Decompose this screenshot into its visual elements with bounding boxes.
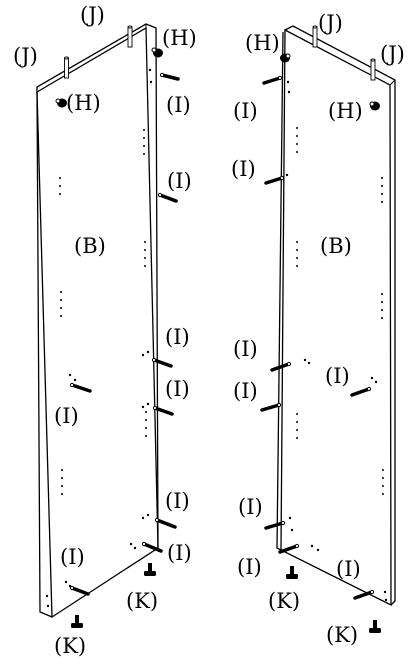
label-cam-bolt: (I) bbox=[54, 404, 79, 428]
label-cam-bolt: (I) bbox=[237, 555, 262, 579]
cam-bolt-heads bbox=[69, 72, 375, 595]
label-leveler: (K) bbox=[54, 634, 86, 658]
cam-bolt-icon bbox=[158, 193, 178, 203]
dowel-icon bbox=[64, 56, 69, 79]
cam-lock-parts bbox=[55, 47, 380, 111]
label-cam-bolt: (I) bbox=[167, 541, 192, 565]
label-leveler: (K) bbox=[126, 589, 158, 613]
cam-bolt-icon bbox=[153, 406, 174, 416]
dowel-icon bbox=[312, 25, 318, 48]
dowel-icon bbox=[127, 25, 133, 48]
dowel-icon bbox=[370, 58, 376, 81]
label-cam-bolt: (I) bbox=[238, 495, 263, 519]
cam-lock-icon bbox=[151, 47, 163, 58]
cam-bolt-icon bbox=[262, 76, 282, 85]
label-cam-bolt: (I) bbox=[165, 377, 190, 401]
cam-bolt-icon bbox=[70, 383, 92, 393]
cam-bolt-icon bbox=[350, 387, 371, 397]
label-leveler: (K) bbox=[326, 623, 358, 647]
cam-bolt-icon bbox=[70, 586, 90, 596]
label-leveler: (K) bbox=[268, 589, 300, 613]
label-cam-bolt: (I) bbox=[165, 325, 190, 349]
label-panel: (B) bbox=[74, 234, 106, 258]
cam-lock-icon bbox=[280, 53, 291, 63]
part-labels: (J) (J) (J) (J) (H) (H) (H) (H) (B) (B) … bbox=[13, 3, 405, 658]
cam-bolt-icon bbox=[152, 358, 173, 368]
cam-bolt-icon bbox=[260, 403, 281, 412]
cam-lock-icon bbox=[369, 101, 380, 111]
right-panel-shelf-holes bbox=[285, 80, 388, 602]
cam-bolt-icon bbox=[264, 521, 285, 530]
cam-lock-icon bbox=[55, 98, 67, 108]
leveler-icon bbox=[71, 615, 83, 628]
label-dowel: (J) bbox=[13, 44, 38, 68]
cam-bolt-icon bbox=[142, 542, 163, 553]
cam-bolt-icon bbox=[264, 176, 284, 185]
label-cam-bolt: (I) bbox=[325, 364, 350, 388]
cam-bolt-icon bbox=[353, 590, 374, 600]
leveler-icon bbox=[369, 620, 381, 633]
leveler-icon bbox=[144, 563, 156, 576]
label-dowel: (J) bbox=[380, 42, 405, 66]
label-cam-lock: (H) bbox=[66, 91, 101, 115]
right-side-panel bbox=[276, 25, 396, 607]
left-panel-shelf-holes bbox=[45, 68, 153, 608]
label-cam-bolt: (I) bbox=[233, 337, 258, 361]
label-cam-bolt: (I) bbox=[60, 545, 85, 569]
cam-bolt-icon bbox=[278, 544, 299, 554]
leveler-parts bbox=[71, 563, 381, 633]
label-cam-bolt: (I) bbox=[233, 99, 258, 123]
dowel-parts bbox=[64, 25, 376, 81]
label-cam-bolt: (I) bbox=[167, 169, 192, 193]
label-cam-bolt: (I) bbox=[231, 157, 256, 181]
label-cam-lock: (H) bbox=[245, 31, 280, 55]
cam-bolt-parts bbox=[70, 73, 374, 600]
cam-bolt-icon bbox=[270, 362, 291, 372]
label-cam-bolt: (I) bbox=[165, 489, 190, 513]
label-dowel: (J) bbox=[80, 3, 105, 27]
label-cam-lock: (H) bbox=[328, 99, 363, 123]
label-cam-bolt: (I) bbox=[233, 379, 258, 403]
cam-bolt-icon bbox=[155, 518, 177, 529]
cam-bolt-icon bbox=[160, 73, 180, 81]
label-dowel: (J) bbox=[318, 11, 343, 35]
label-panel: (B) bbox=[320, 234, 352, 258]
label-cam-bolt: (I) bbox=[166, 93, 191, 117]
label-cam-lock: (H) bbox=[162, 26, 197, 50]
leveler-icon bbox=[286, 566, 298, 579]
label-cam-bolt: (I) bbox=[336, 557, 361, 581]
